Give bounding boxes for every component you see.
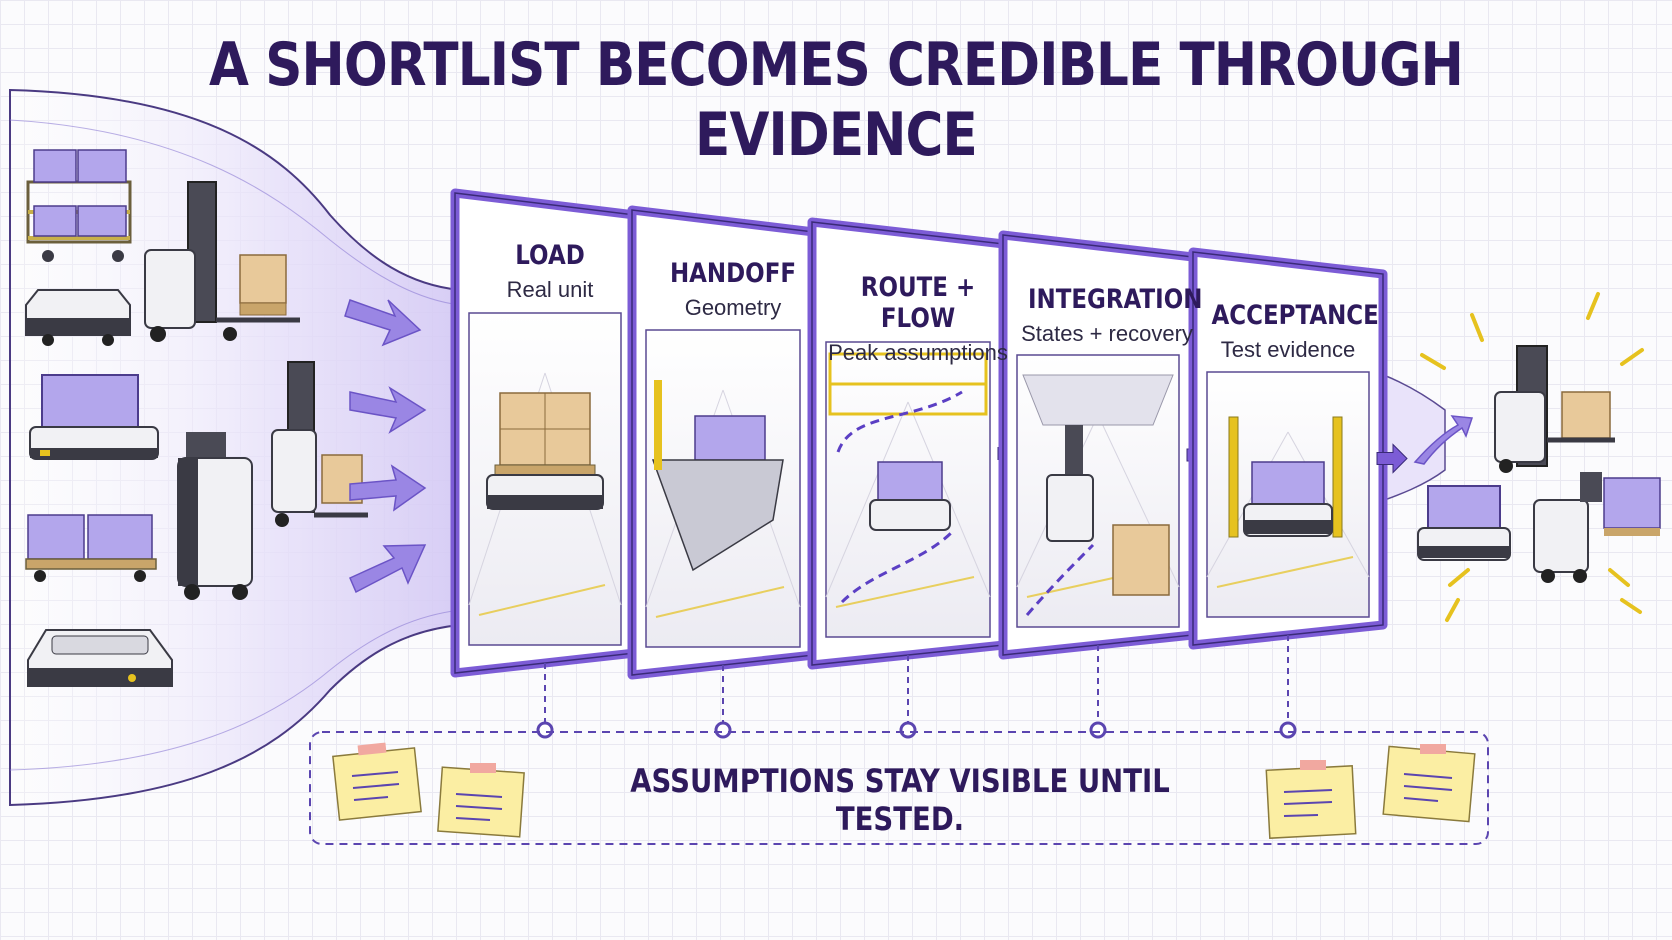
- connector-dot: [899, 721, 917, 739]
- stage-title: ROUTE + FLOW: [860, 272, 976, 334]
- candidate-tugger: [25, 432, 253, 600]
- connector-dot: [536, 721, 554, 739]
- candidate-forklift-a: [144, 181, 300, 342]
- stage-panel-acceptance: [1188, 247, 1408, 650]
- success-burst-icon: [1420, 292, 1644, 622]
- accepted-bin-amr: [1417, 485, 1511, 561]
- candidate-bin-carrier: [29, 374, 159, 460]
- stage-acceptance-header: ACCEPTANCE Test evidence: [1198, 300, 1379, 363]
- sticky-note-icon: [437, 763, 525, 838]
- sticky-note-icon: [1382, 744, 1476, 823]
- output-funnel: [1369, 368, 1446, 507]
- stage-panel-load: [450, 188, 660, 678]
- chevron-arrow-icon: [1376, 443, 1408, 474]
- stage-subtitle: Test evidence: [1220, 337, 1356, 362]
- candidate-low-amr: [25, 289, 131, 346]
- candidate-cart: [26, 149, 132, 262]
- stage-subtitle: Real unit: [506, 277, 594, 302]
- stage-title: ACCEPTANCE: [1211, 300, 1379, 331]
- accepted-tugger: [1533, 472, 1661, 583]
- connector-dot: [1279, 721, 1297, 739]
- stage-handoff-header: HANDOFF Geometry: [645, 258, 821, 321]
- stage-title: LOAD: [515, 240, 585, 271]
- stage-subtitle: States + recovery: [1021, 321, 1193, 346]
- stage-title: HANDOFF: [669, 258, 797, 289]
- callout-text: ASSUMPTIONS STAY VISIBLE UNTIL TESTED.: [630, 762, 1170, 838]
- stage-panel-route-flow: [807, 217, 1029, 670]
- stage-subtitle: Geometry: [684, 295, 782, 320]
- stage-load-header: LOAD Real unit: [470, 240, 630, 303]
- stage-route-flow-header: ROUTE + FLOW Peak assumptions: [820, 272, 1016, 366]
- stage-subtitle: Peak assumptions: [828, 340, 1008, 365]
- diagram-title: A SHORTLIST BECOMES CREDIBLE THROUGH EVI…: [209, 30, 1464, 170]
- callout-box: [309, 731, 1489, 845]
- accepted-forklift: [1494, 345, 1615, 473]
- stage-panel-handoff: [627, 205, 839, 680]
- candidate-flat-amr: [27, 629, 173, 687]
- stage-title: INTEGRATION: [1027, 284, 1203, 315]
- connector-dot: [1089, 721, 1107, 739]
- connector-dot: [714, 721, 732, 739]
- entry-arrows: [344, 299, 427, 594]
- sticky-note-icon: [332, 742, 422, 821]
- stage-integration-header: INTEGRATION States + recovery: [1014, 284, 1203, 347]
- exit-arrow: [1413, 415, 1474, 465]
- sticky-note-icon: [1265, 760, 1357, 839]
- candidate-forklift-b: [271, 361, 368, 527]
